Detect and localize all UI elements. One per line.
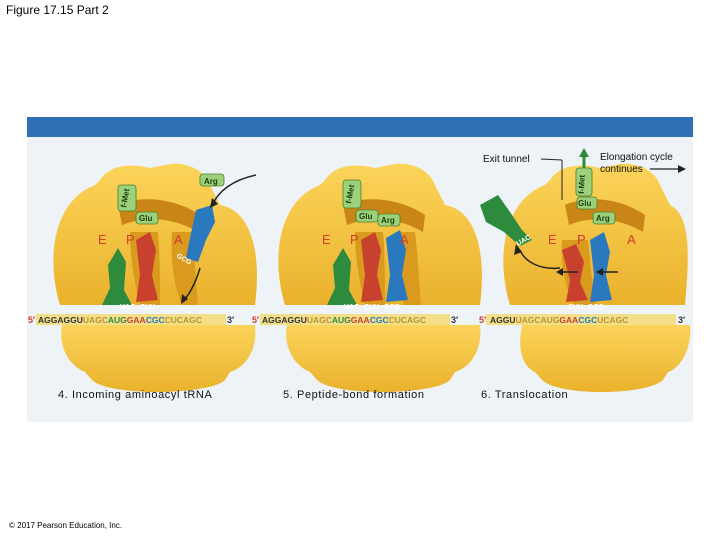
exit-tunnel-pointer: [540, 158, 563, 161]
trna-green: [327, 248, 357, 305]
label-arg: Arg: [596, 214, 610, 223]
trna-red: [136, 232, 158, 302]
caption-step5: 5. Peptide-bond formation: [283, 389, 425, 401]
anticodon-cuu: CUU: [140, 304, 155, 311]
arg-tag: [199, 173, 225, 187]
exit-tunnel-channel: [118, 199, 200, 232]
site-a: A: [174, 232, 183, 247]
label-fmet: f-Met: [344, 184, 356, 205]
trna-green-exiting: [480, 195, 532, 246]
elongation-label-1: Elongation cycle: [600, 152, 673, 163]
anticodon-gcg: GCG: [384, 304, 401, 311]
glu-tag: [135, 211, 159, 225]
site-e: E: [322, 232, 331, 247]
fmet-tag: [342, 179, 362, 209]
trna-blue: [386, 230, 408, 302]
label-glu: Glu: [359, 212, 372, 221]
copyright-notice: © 2017 Pearson Education, Inc.: [9, 521, 123, 530]
caption-step6: 6. Translocation: [481, 389, 569, 401]
site-a: A: [627, 232, 636, 247]
mrna-3prime: 3′: [451, 315, 458, 325]
trna-blue: [590, 232, 612, 302]
caption-step4: 4. Incoming aminoacyl tRNA: [58, 389, 213, 401]
label-fmet: f-Met: [577, 174, 587, 194]
mrna-strip: [486, 314, 676, 325]
anticodon-cuu: CUU: [568, 304, 583, 311]
mrna-strip: [260, 314, 450, 325]
mrna-5prime: 5′: [479, 315, 486, 325]
site-e: E: [98, 232, 107, 247]
exit-arrow: [519, 249, 561, 270]
trna-blue-incoming: [186, 205, 215, 262]
anticodon-uac: UAC: [120, 304, 135, 311]
anticodon-cuu: CUU: [364, 304, 379, 311]
mrna-5prime: 5′: [28, 315, 35, 325]
small-subunit: [61, 325, 256, 393]
site-p: P: [126, 232, 135, 247]
label-glu: Glu: [139, 214, 152, 223]
label-arg: Arg: [204, 177, 218, 186]
mrna-sequence: AGGUUAGCAUGGAACGCUCAGC: [490, 315, 628, 325]
site-p: P: [577, 232, 586, 247]
trna-red: [361, 232, 383, 302]
panel-step5: E P A f-Met Glu Arg UAC CUU GCG 5′ AGGAG…: [252, 163, 482, 393]
glu-tag: [576, 196, 598, 210]
site-e: E: [548, 232, 557, 247]
small-subunit: [286, 325, 481, 393]
exit-tunnel-label: Exit tunnel: [483, 154, 530, 165]
mrna-3prime: 3′: [227, 315, 234, 325]
anticodon-gcg: GCG: [588, 304, 605, 311]
slide-title: Figure 17.15 Part 2: [6, 3, 109, 17]
label-fmet: f-Met: [119, 188, 131, 209]
arg-tag: [377, 213, 401, 227]
site-p: P: [350, 232, 359, 247]
mrna-sequence: AGGAGGUUAGCAUGGAACGCCUCAGC: [38, 315, 202, 325]
anticodon-uac: UAC: [344, 304, 359, 311]
panel-step4: E P A f-Met Glu Arg UAC CUU GCG 5′ AGGAG…: [28, 163, 257, 393]
site-a: A: [400, 232, 409, 247]
label-glu: Glu: [578, 199, 591, 208]
arg-tag: [592, 211, 616, 225]
panel-step6: f-Met Glu Arg E P A UAC CUU GCG 5′ AGGUU…: [479, 148, 691, 393]
mrna-5prime: 5′: [252, 315, 259, 325]
small-subunit: [520, 325, 691, 393]
fmet-tag: [575, 167, 593, 197]
mrna-3prime: 3′: [678, 315, 685, 325]
trna-red: [562, 244, 588, 302]
mrna-sequence: AGGAGGUUAGCAUGGAACGCCUCAGC: [262, 315, 426, 325]
mrna-strip: [36, 314, 226, 325]
large-subunit: [503, 163, 688, 305]
trna-green: [102, 248, 132, 305]
label-arg: Arg: [381, 216, 395, 225]
fmet-tag: [117, 184, 137, 212]
elongation-label-2: continues: [600, 164, 643, 175]
